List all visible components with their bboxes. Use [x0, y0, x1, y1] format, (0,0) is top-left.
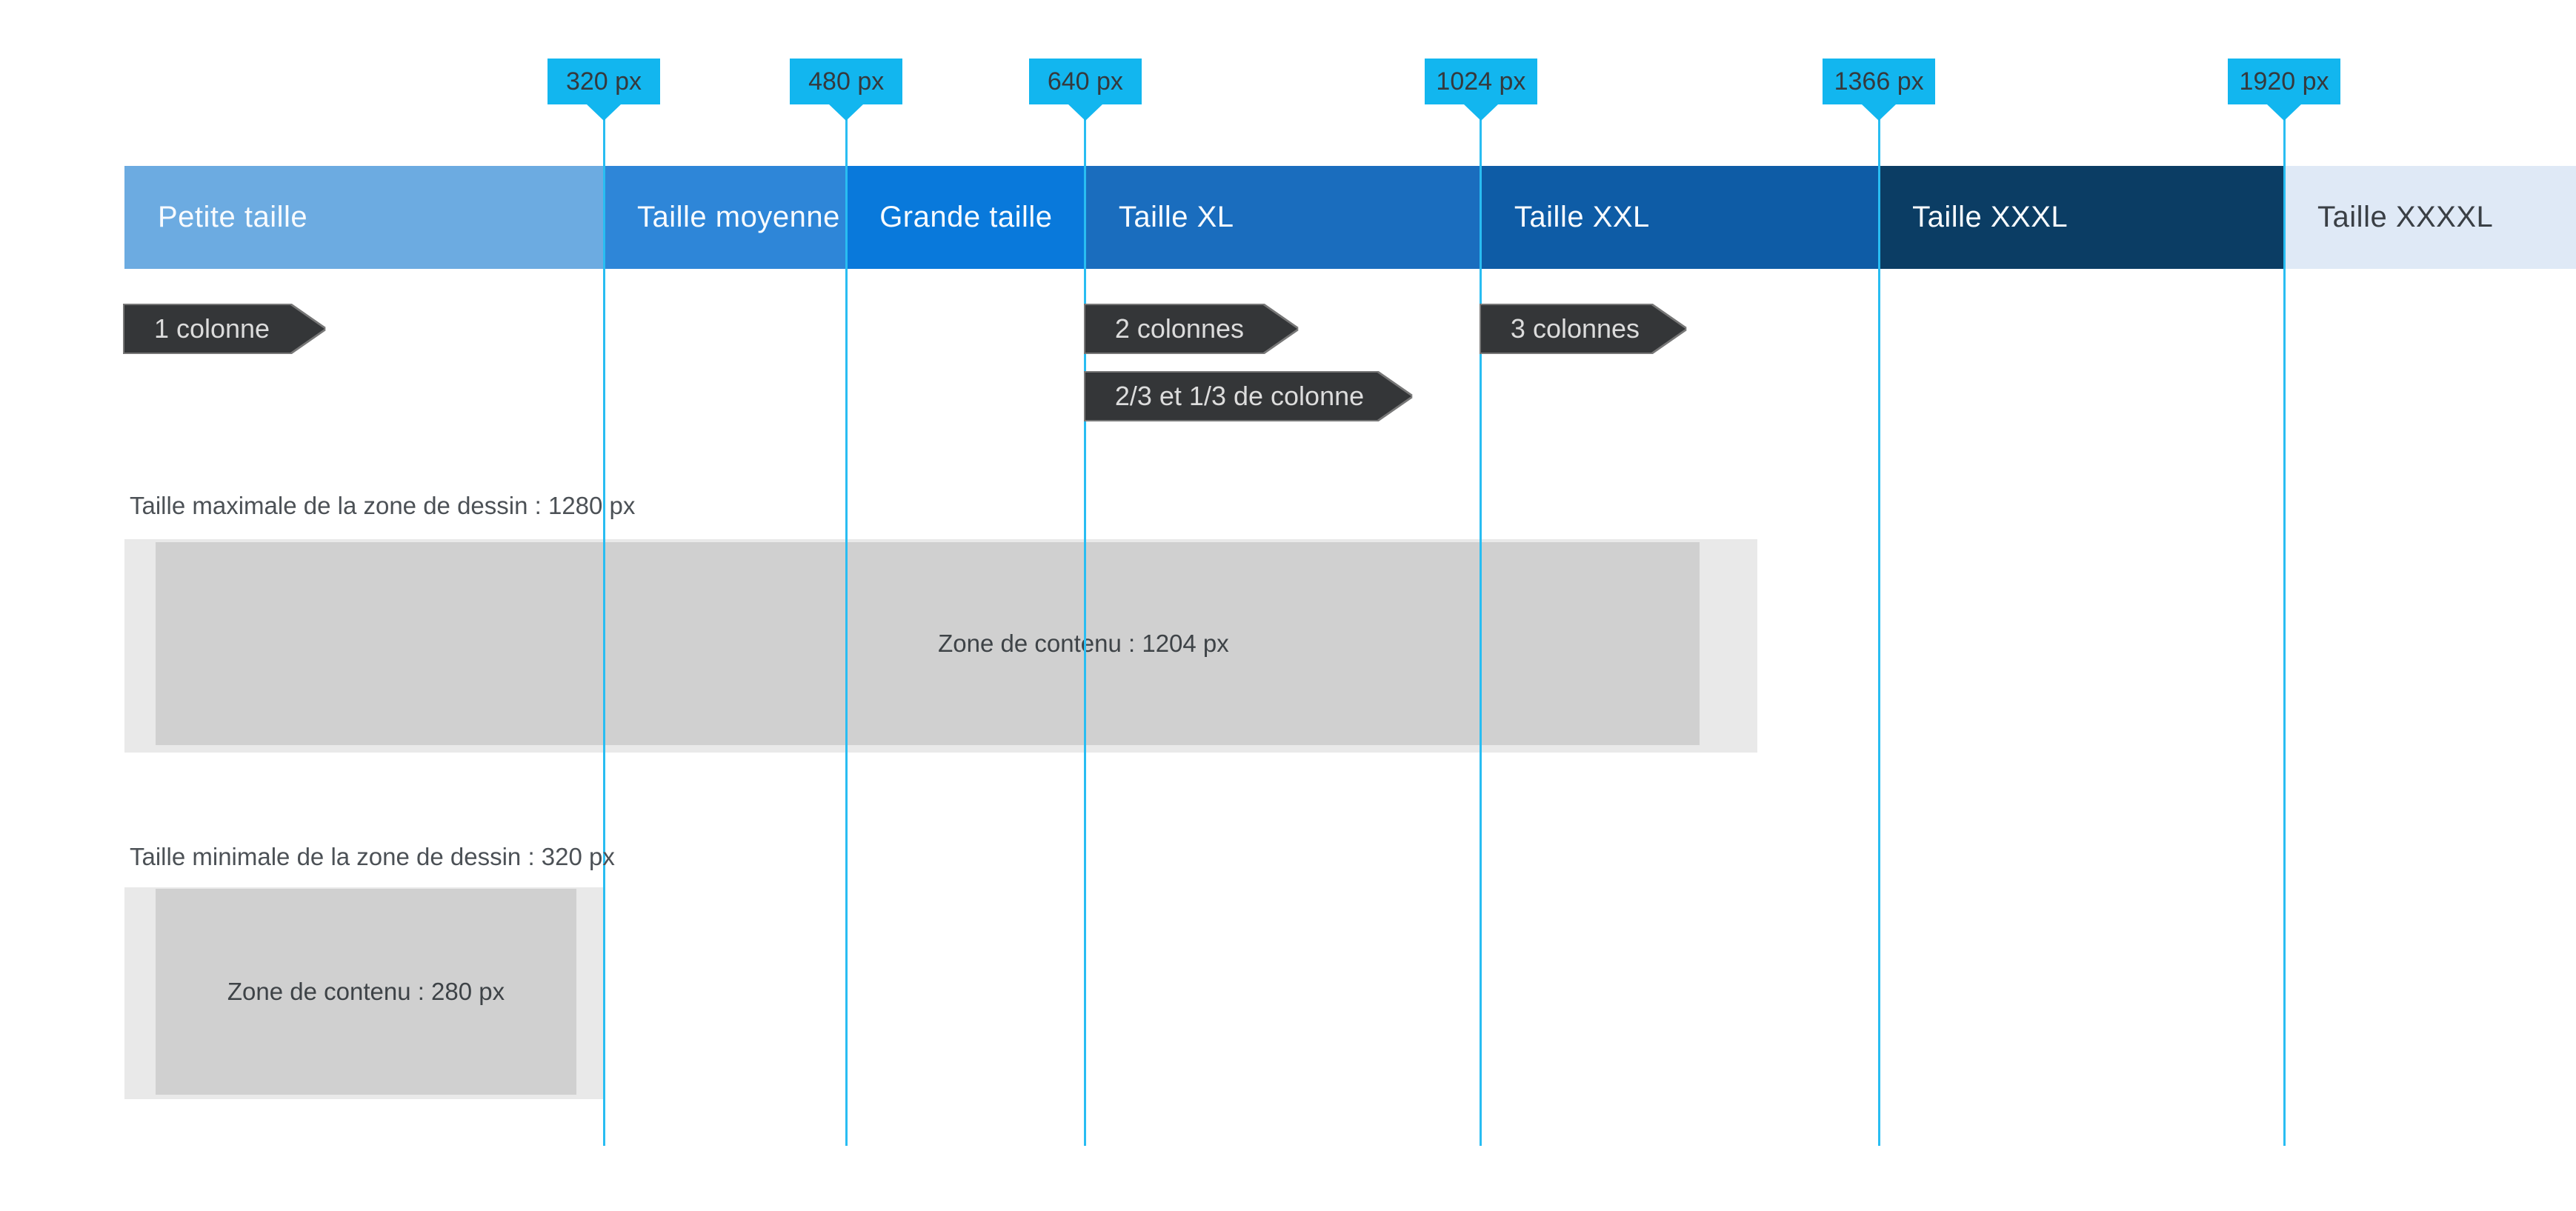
- min-content-label: Zone de contenu : 280 px: [227, 978, 505, 1005]
- guide-line-1920-px: [2283, 119, 2286, 1146]
- column-tag-3-colonnes: 3 colonnes: [1481, 305, 1685, 353]
- column-tag-2-colonnes: 2 colonnes: [1085, 305, 1297, 353]
- size-segment-label: Taille XXXL: [1912, 201, 2069, 233]
- breakpoint-flag-label: 480 px: [790, 59, 903, 104]
- column-tag-shape: 3 colonnes: [1481, 305, 1685, 353]
- breakpoint-flag-1920-px: 1920 px: [2228, 59, 2341, 121]
- max-content-label: Zone de contenu : 1204 px: [938, 630, 1229, 657]
- breakpoint-flag-480-px: 480 px: [790, 59, 903, 121]
- flag-pointer-icon: [587, 104, 621, 121]
- breakpoint-flag-640-px: 640 px: [1028, 59, 1142, 121]
- column-tag-shape: 2/3 et 1/3 de colonne: [1085, 373, 1411, 420]
- breakpoint-flag-label: 640 px: [1028, 59, 1142, 104]
- column-tag-shape: 1 colonne: [124, 305, 325, 353]
- flag-pointer-icon: [2267, 104, 2302, 121]
- breakpoint-flag-label: 1024 px: [1424, 59, 1537, 104]
- column-tag-label: 2/3 et 1/3 de colonne: [1114, 381, 1365, 411]
- size-segment-label: Grande taille: [879, 201, 1053, 233]
- flag-pointer-icon: [1862, 104, 1897, 121]
- column-tag-label: 3 colonnes: [1510, 313, 1640, 344]
- size-segment-taille-xxxl: Taille XXXL: [1879, 166, 2285, 269]
- breakpoint-flag-label: 1366 px: [1823, 59, 1936, 104]
- min-canvas-heading: Taille minimale de la zone de dessin : 3…: [130, 843, 615, 870]
- max-canvas-heading: Taille maximale de la zone de dessin : 1…: [130, 492, 636, 519]
- column-tag-label: 1 colonne: [153, 313, 270, 344]
- guide-line-640-px: [1084, 119, 1087, 1146]
- size-segment-label: Taille XXL: [1514, 201, 1650, 233]
- size-class-bar: Petite taille Taille moyenne Grande taille…: [0, 166, 2576, 269]
- column-tag-label: 2 colonnes: [1114, 313, 1244, 344]
- guide-line-320-px: [602, 119, 605, 1146]
- flag-pointer-icon: [1068, 104, 1102, 121]
- min-content-area: Zone de contenu : 280 px: [156, 889, 576, 1095]
- flag-pointer-icon: [1463, 104, 1498, 121]
- breakpoint-flag-1024-px: 1024 px: [1424, 59, 1537, 121]
- max-content-area: Zone de contenu : 1204 px: [156, 542, 1700, 745]
- guide-line-1024-px: [1480, 119, 1482, 1146]
- breakpoint-flag-label: 1920 px: [2228, 59, 2341, 104]
- guide-line-480-px: [845, 119, 848, 1146]
- size-segment-label: Taille XXXXL: [2317, 201, 2494, 233]
- guide-line-1366-px: [1877, 119, 1880, 1146]
- column-tag-2-3-et-1-3-de-colonne: 2/3 et 1/3 de colonne: [1085, 373, 1411, 420]
- size-segment-taille-moyenne: Taille moyenne: [604, 166, 847, 269]
- size-segment-label: Taille moyenne: [637, 201, 840, 233]
- size-segment-petite-taille: Petite taille: [124, 166, 604, 269]
- min-canvas-area: Zone de contenu : 280 px: [124, 887, 604, 1099]
- column-tag-shape: 2 colonnes: [1085, 305, 1297, 353]
- breakpoint-flag-label: 320 px: [548, 59, 660, 104]
- size-segment-label: Taille XL: [1118, 201, 1234, 233]
- size-segment-label: Petite taille: [157, 201, 308, 233]
- flag-pointer-icon: [829, 104, 864, 121]
- size-segment-taille-xl: Taille XL: [1085, 166, 1481, 269]
- max-canvas-area: Zone de contenu : 1204 px: [124, 539, 1757, 753]
- size-segment-taille-xxxxl: Taille XXXXL: [2284, 166, 2576, 269]
- breakpoint-flag-320-px: 320 px: [548, 59, 660, 121]
- size-segment-grande-taille: Grande taille: [846, 166, 1085, 269]
- size-segment-taille-xxl: Taille XXL: [1480, 166, 1880, 269]
- breakpoint-flag-1366-px: 1366 px: [1823, 59, 1936, 121]
- column-tag-1-colonne: 1 colonne: [124, 305, 325, 353]
